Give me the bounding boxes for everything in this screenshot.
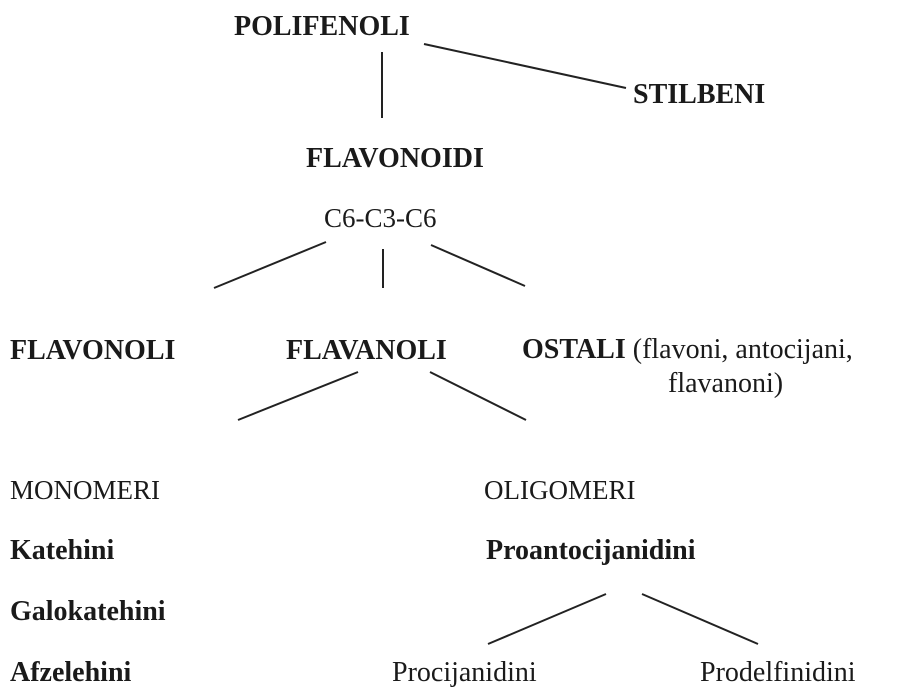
node-ostali-note-2: flavanoni) — [668, 368, 784, 399]
node-formula: C6-C3-C6 — [324, 203, 437, 233]
edge-flavonoidi-flavonoli — [213, 241, 327, 289]
edge-proantocijanidini-prodelfinidini — [641, 593, 759, 645]
node-procijanidini: Procijanidini — [392, 657, 537, 688]
edge-flavanoli-monomeri — [237, 371, 359, 421]
node-oligomeri: OLIGOMERI — [484, 475, 636, 505]
node-flavanoli: FLAVANOLI — [286, 335, 447, 366]
node-katehini: Katehini — [10, 535, 115, 566]
node-afzelehini: Afzelehini — [10, 657, 132, 688]
node-ostali: OSTALI — [522, 334, 626, 365]
node-polifenoli: POLIFENOLI — [234, 11, 410, 42]
edge-proantocijanidini-procijanidini — [487, 593, 607, 645]
edge-polifenoli-stilbeni — [423, 43, 627, 89]
edge-flavonoidi-ostali — [430, 244, 526, 287]
edge-flavanoli-oligomeri — [429, 371, 527, 421]
node-ostali-note-1: (flavoni, antocijani, — [632, 334, 853, 365]
node-flavonoli: FLAVONOLI — [10, 335, 176, 366]
node-galokatehini: Galokatehini — [10, 596, 166, 627]
node-prodelfinidini: Prodelfinidini — [700, 657, 856, 688]
node-ostali-group: OSTALI (flavoni, antocijani, flavanoni) — [522, 333, 853, 401]
node-monomeri: MONOMERI — [10, 475, 161, 505]
node-flavonoidi: FLAVONOIDI — [306, 143, 484, 174]
node-stilbeni: STILBENI — [633, 79, 766, 110]
node-proantocijanidini: Proantocijanidini — [486, 535, 696, 566]
